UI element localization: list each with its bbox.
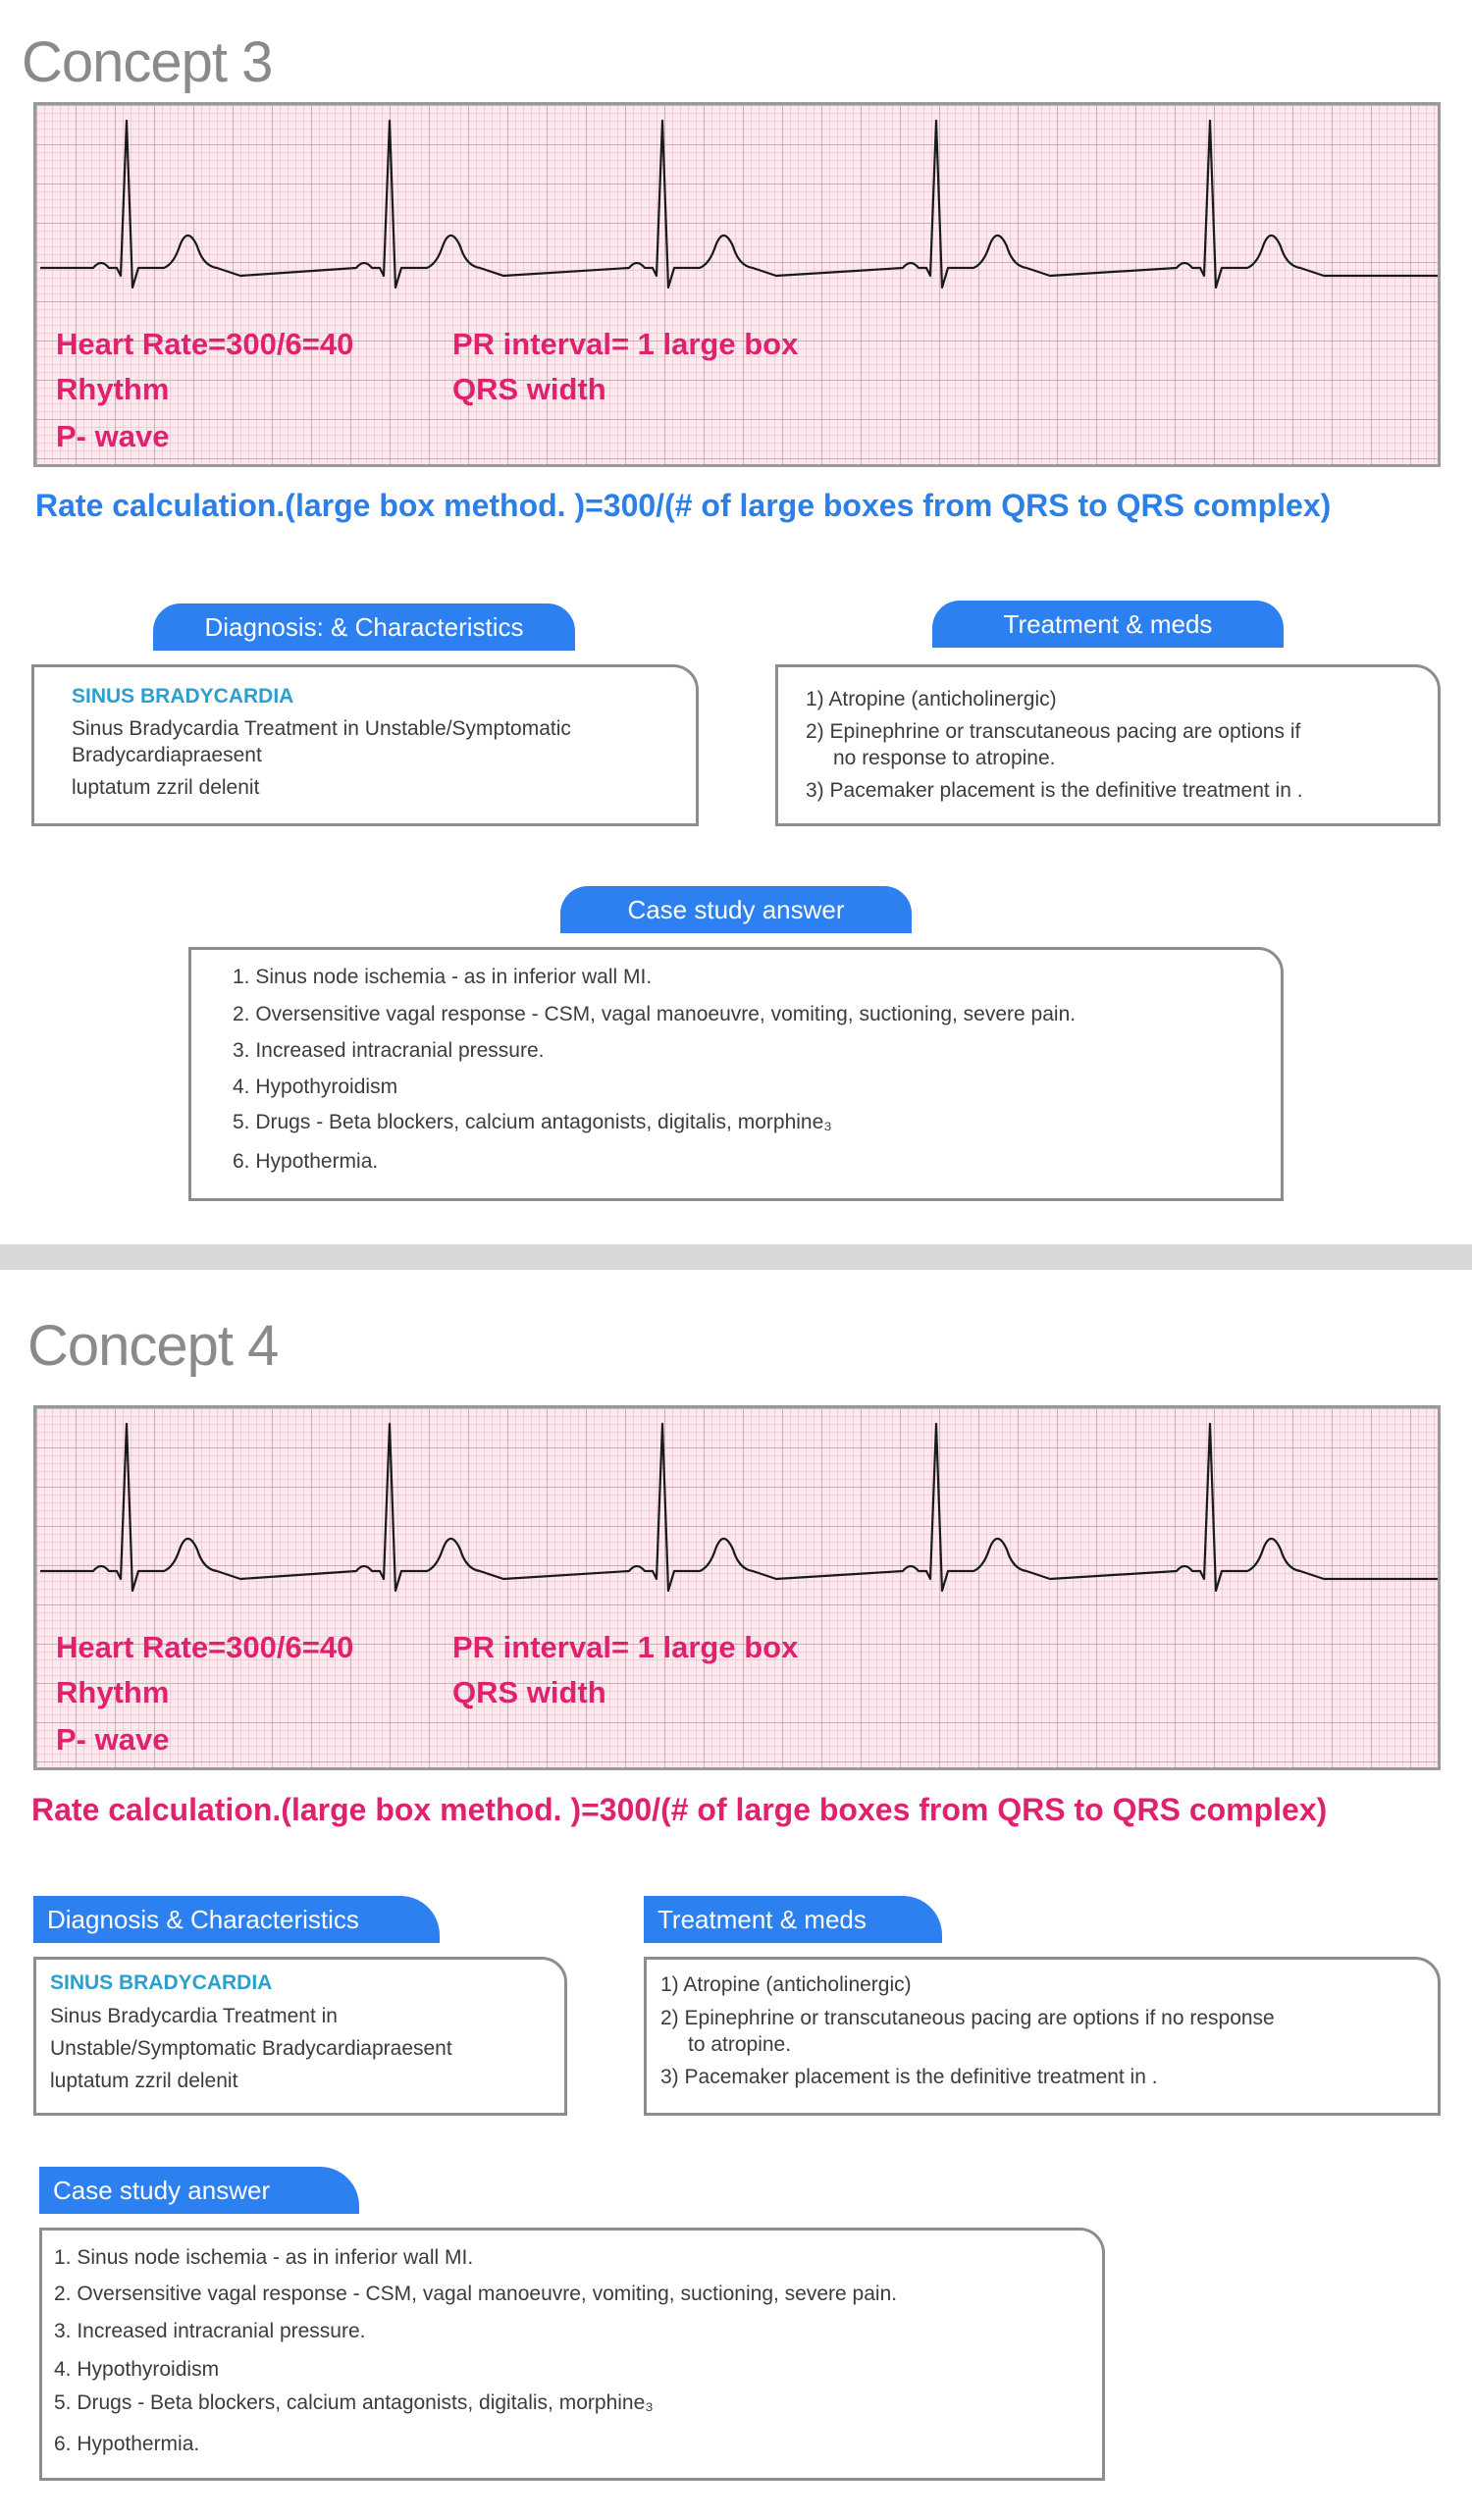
treatment-line: 1) Atropine (anticholinergic): [660, 1973, 912, 1996]
rhythm-label: Rhythm: [56, 1675, 170, 1709]
rate-calculation: Rate calculation.(large box method. )=30…: [35, 488, 1332, 523]
ecg-strip: Heart Rate=300/6=40 Rhythm P- wave PR in…: [33, 1405, 1441, 1770]
p-wave-label: P- wave: [56, 419, 170, 453]
treatment-line: 2) Epinephrine or transcutaneous pacing …: [806, 720, 1301, 743]
case-study-box: 1. Sinus node ischemia - as in inferior …: [39, 2228, 1105, 2481]
qrs-width-label: QRS width: [452, 372, 606, 406]
ecg-strip: Heart Rate=300/6=40 Rhythm P- wave PR in…: [33, 102, 1441, 467]
qrs-width-label: QRS width: [452, 1675, 606, 1709]
diagnosis-box: SINUS BRADYCARDIA Sinus Bradycardia Trea…: [33, 1957, 567, 2116]
diagnosis-line: Sinus Bradycardia Treatment in: [50, 2005, 338, 2027]
diagnosis-line: Bradycardiapraesent: [72, 744, 262, 766]
section-divider: [0, 1244, 1472, 1270]
diagnosis-tab: Diagnosis & Characteristics: [33, 1896, 440, 1943]
diagnosis-box: SINUS BRADYCARDIA Sinus Bradycardia Trea…: [31, 664, 699, 826]
diagnosis-line: luptatum zzril delenit: [50, 2070, 238, 2092]
p-wave-label: P- wave: [56, 1722, 170, 1757]
case-study-item: 1. Sinus node ischemia - as in inferior …: [54, 2246, 474, 2269]
diagnosis-title: SINUS BRADYCARDIA: [72, 685, 294, 708]
heart-rate-label: Heart Rate=300/6=40: [56, 327, 354, 361]
case-study-item: 1. Sinus node ischemia - as in inferior …: [233, 966, 653, 988]
treatment-line: to atropine.: [688, 2033, 792, 2056]
case-study-item: 2. Oversensitive vagal response - CSM, v…: [54, 2283, 898, 2305]
case-study-item: 4. Hypothyroidism: [54, 2358, 220, 2381]
ecg-trace: [40, 119, 1438, 289]
diagnosis-tab: Diagnosis: & Characteristics: [153, 604, 575, 651]
case-study-item: 6. Hypothermia.: [233, 1150, 379, 1173]
ecg-trace: [40, 1422, 1438, 1593]
case-study-item: 2. Oversensitive vagal response - CSM, v…: [233, 1003, 1077, 1025]
case-study-item: 4. Hypothyroidism: [233, 1076, 398, 1098]
ecg-waveform: [40, 1422, 1438, 1593]
diagnosis-line: Unstable/Symptomatic Bradycardiapraesent: [50, 2037, 452, 2060]
case-study-tab: Case study answer: [39, 2167, 359, 2214]
treatment-tab: Treatment & meds: [644, 1896, 942, 1943]
treatment-box: 1) Atropine (anticholinergic) 2) Epineph…: [644, 1957, 1441, 2116]
diagnosis-title: SINUS BRADYCARDIA: [50, 1971, 273, 1994]
treatment-tab: Treatment & meds: [932, 601, 1284, 648]
concept-title: Concept 4: [27, 1314, 279, 1378]
heart-rate-label: Heart Rate=300/6=40: [56, 1630, 354, 1664]
case-study-item: 5. Drugs - Beta blockers, calcium antago…: [233, 1111, 832, 1133]
diagnosis-line: Sinus Bradycardia Treatment in Unstable/…: [72, 717, 571, 740]
case-study-item: 6. Hypothermia.: [54, 2433, 200, 2455]
treatment-line: 3) Pacemaker placement is the definitive…: [806, 779, 1303, 802]
pr-interval-label: PR interval= 1 large box: [452, 327, 799, 361]
treatment-line: no response to atropine.: [833, 747, 1056, 769]
treatment-line: 2) Epinephrine or transcutaneous pacing …: [660, 2007, 1275, 2029]
rhythm-label: Rhythm: [56, 372, 170, 406]
ecg-waveform: [40, 119, 1438, 289]
case-study-item: 3. Increased intracranial pressure.: [54, 2320, 366, 2342]
concept-title: Concept 3: [22, 30, 273, 94]
treatment-line: 1) Atropine (anticholinergic): [806, 688, 1057, 710]
rate-calculation: Rate calculation.(large box method. )=30…: [31, 1792, 1328, 1827]
case-study-item: 5. Drugs - Beta blockers, calcium antago…: [54, 2391, 654, 2414]
case-study-box: 1. Sinus node ischemia - as in inferior …: [188, 947, 1284, 1201]
diagnosis-line: luptatum zzril delenit: [72, 776, 260, 799]
treatment-line: 3) Pacemaker placement is the definitive…: [660, 2066, 1158, 2088]
pr-interval-label: PR interval= 1 large box: [452, 1630, 799, 1664]
treatment-box: 1) Atropine (anticholinergic) 2) Epineph…: [775, 664, 1441, 826]
case-study-item: 3. Increased intracranial pressure.: [233, 1039, 545, 1062]
case-study-tab: Case study answer: [560, 886, 912, 933]
